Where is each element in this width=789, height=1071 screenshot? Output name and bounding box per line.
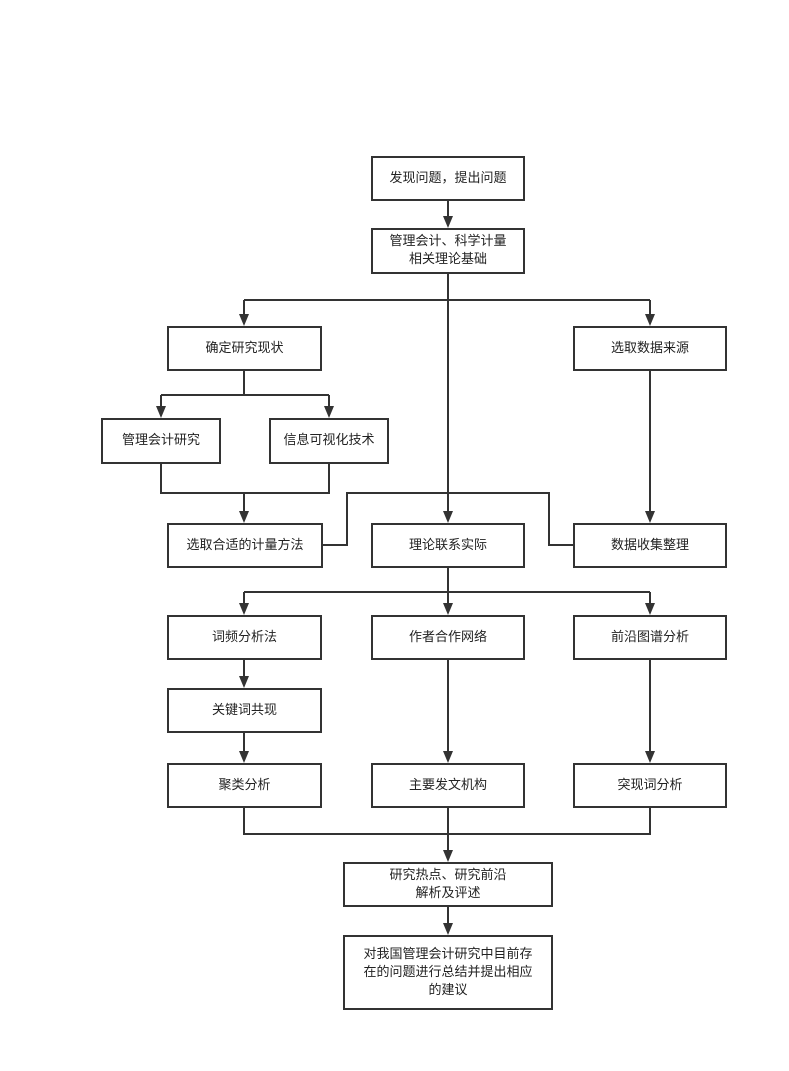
node-label: 聚类分析 [218,777,271,793]
node-ma-research: 管理会计研究 [101,418,221,464]
node-method: 选取合适的计量方法 [167,523,323,568]
node-research-status: 确定研究现状 [167,326,322,371]
node-label: 管理会计、科学计量 相关理论基础 [389,234,507,267]
node-info-vis: 信息可视化技术 [269,418,389,464]
arrowhead [443,603,453,615]
edge-practice-split [243,568,651,603]
arrowhead [239,314,249,326]
node-label: 词频分析法 [211,629,277,645]
node-label: 信息可视化技术 [283,433,375,448]
arrowhead [239,511,249,523]
arrowhead [443,923,453,935]
node-theory-practice: 理论联系实际 [371,523,525,568]
node-label: 选取合适的计量方法 [186,537,304,553]
node-cluster: 聚类分析 [167,763,322,808]
node-keyword-cooccur: 关键词共现 [167,688,322,733]
edge-merge-to-method [160,464,330,511]
node-word-freq: 词频分析法 [167,615,322,660]
arrowhead [645,511,655,523]
arrowhead [443,216,453,228]
node-label: 理论联系实际 [408,537,487,553]
node-label: 研究热点、研究前沿 解析及评述 [389,867,507,901]
node-find-problem: 发现问题，提出问题 [371,156,525,201]
arrowhead [324,406,334,418]
arrowhead [645,751,655,763]
node-label: 关键词共现 [211,702,277,718]
node-label: 数据收集整理 [610,537,689,553]
edge-method-link [323,492,573,546]
node-theory-basis: 管理会计、科学计量 相关理论基础 [371,228,525,274]
arrowhead [645,603,655,615]
node-label: 主要发文机构 [408,777,487,793]
node-label: 对我国管理会计研究中目前存 在的问题进行总结并提出相应 的建议 [363,946,533,998]
arrowhead [239,603,249,615]
node-label: 前沿图谱分析 [610,629,689,645]
arrowhead [443,850,453,862]
node-label: 突现词分析 [617,777,683,793]
node-label: 发现问题，提出问题 [389,170,507,186]
arrowhead [645,314,655,326]
node-burst-words: 突现词分析 [573,763,727,808]
node-data-source: 选取数据来源 [573,326,727,371]
node-label: 作者合作网络 [408,629,487,645]
node-label: 确定研究现状 [205,340,284,356]
node-institutions: 主要发文机构 [371,763,525,808]
arrowhead [443,511,453,523]
arrowhead [156,406,166,418]
node-label: 选取数据来源 [610,340,689,356]
arrowhead [239,751,249,763]
node-frontier-map: 前沿图谱分析 [573,615,727,660]
edge-merge-to-hotspot [243,808,651,850]
edge-status-split [160,371,330,406]
node-hotspot-review: 研究热点、研究前沿 解析及评述 [343,862,553,907]
node-author-network: 作者合作网络 [371,615,525,660]
arrowhead [239,676,249,688]
node-label: 管理会计研究 [121,433,200,448]
node-data-collect: 数据收集整理 [573,523,727,568]
node-suggestion: 对我国管理会计研究中目前存 在的问题进行总结并提出相应 的建议 [343,935,553,1010]
arrowhead [443,751,453,763]
